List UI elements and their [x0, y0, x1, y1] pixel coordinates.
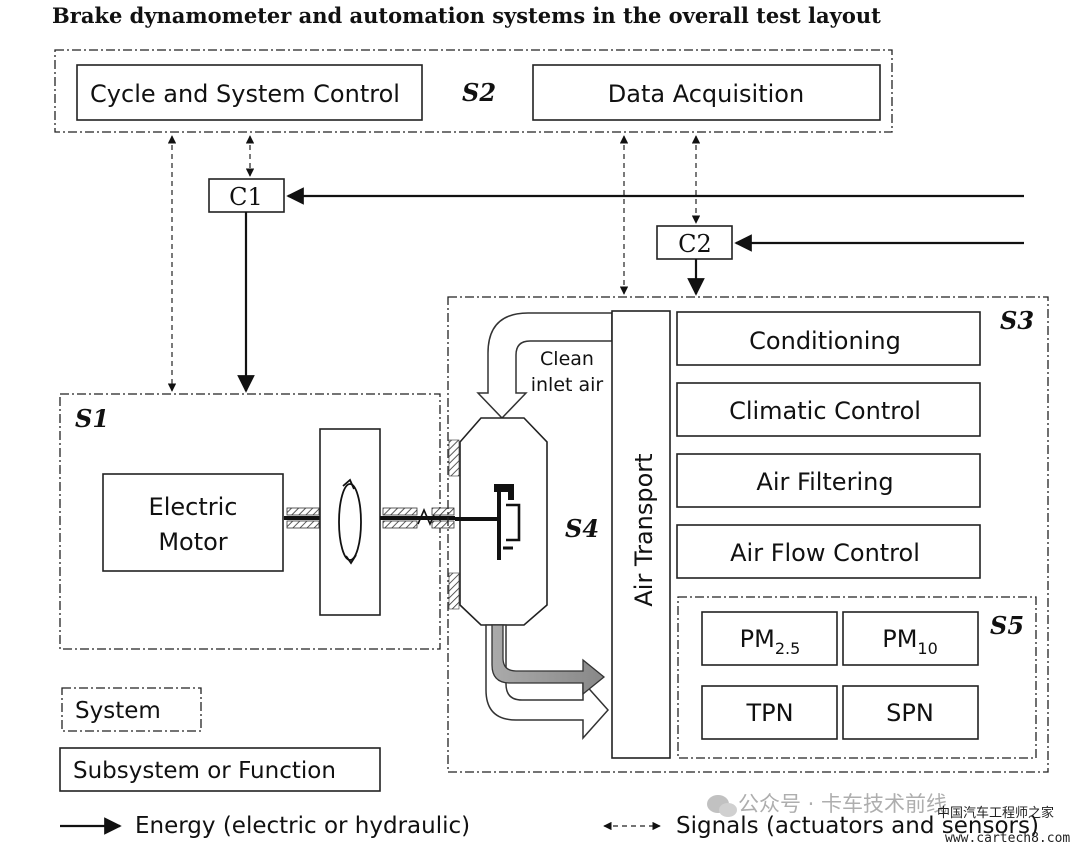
- c1-controller-box: [208, 178, 285, 213]
- watermark-main: 公众号 · 卡车技术前线: [738, 792, 947, 816]
- legend-subsystem-label: Subsystem or Function: [73, 758, 336, 784]
- spn-box: [842, 685, 979, 740]
- s3-label: S3: [1000, 306, 1034, 335]
- climatic-control-label: Climatic Control: [729, 397, 921, 425]
- s3-system-boundary: [447, 296, 1049, 773]
- motor-label-line2: Motor: [158, 528, 227, 556]
- flywheel-box: [319, 428, 381, 616]
- data-acquisition-label: Data Acquisition: [608, 80, 804, 108]
- legend-system-swatch: [61, 687, 202, 732]
- air-flow-control-box: [676, 524, 981, 579]
- diagram-title: Brake dynamometer and automation systems…: [52, 3, 881, 28]
- cycle-control-label: Cycle and System Control: [90, 80, 400, 108]
- electric-motor-box: [102, 473, 284, 572]
- s5-label: S5: [990, 611, 1024, 640]
- air-flow-control-label: Air Flow Control: [730, 539, 920, 567]
- s2-system-boundary: [54, 49, 893, 133]
- spn-label: SPN: [886, 699, 934, 727]
- air-transport-box: [611, 310, 671, 759]
- legend-system-label: System: [75, 698, 161, 724]
- motor-label-line1: Electric: [149, 493, 238, 521]
- air-transport-label: Air Transport: [630, 453, 658, 606]
- s1-system-boundary: [59, 393, 441, 650]
- s1-label: S1: [75, 404, 109, 433]
- rotation-icon: [338, 478, 362, 565]
- conditioning-box: [676, 311, 981, 366]
- climatic-control-box: [676, 382, 981, 437]
- c2-controller-box: [656, 225, 733, 260]
- pm25-label: PM2.5: [740, 625, 801, 658]
- watermark-site-url: www.cartech8.com: [945, 831, 1070, 846]
- legend-subsystem-swatch: [59, 747, 381, 792]
- pm10-box: [842, 611, 979, 666]
- s4-label: S4: [565, 514, 599, 543]
- data-acquisition-box: [532, 64, 881, 121]
- pm25-box: [701, 611, 838, 666]
- air-filtering-box: [676, 453, 981, 508]
- tpn-box: [701, 685, 838, 740]
- legend-signals-label: Signals (actuators and sensors): [676, 813, 1039, 839]
- c1-label: C1: [229, 183, 263, 211]
- clean-air-label-line1: Clean: [540, 348, 594, 370]
- brake-shaft: [380, 507, 455, 529]
- brake-enclosure: [448, 417, 548, 626]
- s5-system-boundary: [677, 596, 1037, 759]
- outlet-air-arrows: [485, 624, 610, 740]
- motor-shaft: [284, 507, 320, 529]
- s2-label: S2: [462, 78, 496, 107]
- legend-energy-label: Energy (electric or hydraulic): [135, 813, 470, 839]
- tpn-label: TPN: [745, 699, 793, 727]
- air-filtering-label: Air Filtering: [756, 468, 893, 496]
- wechat-icon: [707, 795, 737, 817]
- c2-label: C2: [678, 230, 712, 258]
- watermark-site-cn: 中国汽车工程师之家: [937, 805, 1054, 821]
- pm10-label: PM10: [882, 625, 938, 658]
- conditioning-label: Conditioning: [749, 327, 901, 355]
- clean-air-label-line2: inlet air: [531, 374, 604, 396]
- cycle-control-box: [76, 64, 423, 121]
